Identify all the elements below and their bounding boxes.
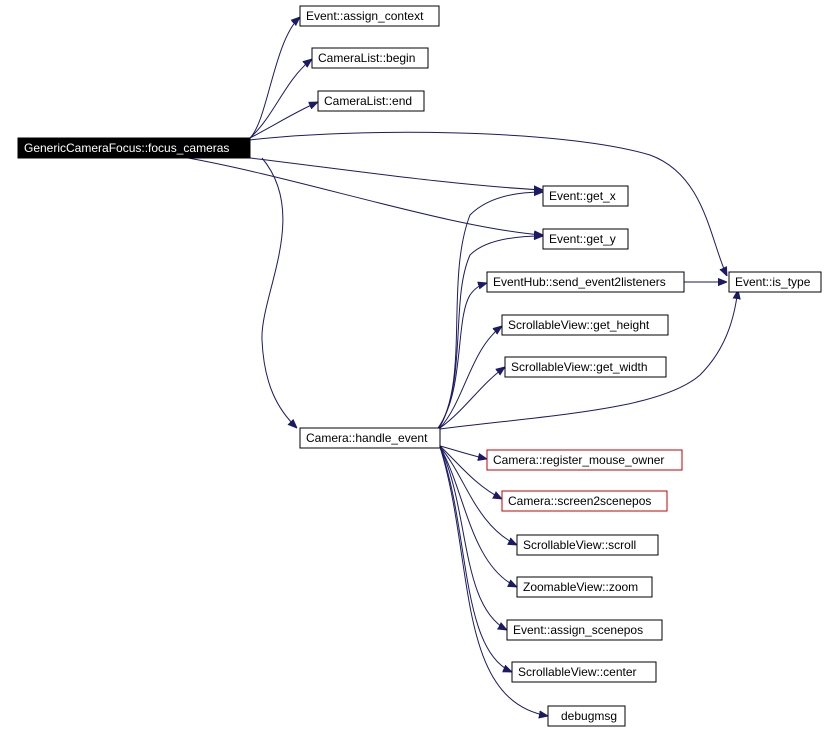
- edge-handle_event-assign_scenepos: [439, 446, 507, 630]
- node-label: Event::assign_context: [306, 9, 424, 23]
- edge-focus_cameras-cl_begin: [249, 59, 312, 139]
- node-sv_scroll[interactable]: ScrollableView::scroll: [516, 534, 659, 556]
- node-assign_context[interactable]: Event::assign_context: [299, 5, 440, 27]
- edge-handle_event-sv_center: [439, 446, 512, 672]
- node-send_event2listeners[interactable]: EventHub::send_event2listeners: [486, 271, 685, 293]
- node-label: GenericCameraFocus::focus_cameras: [24, 141, 229, 155]
- node-assign_scenepos[interactable]: Event::assign_scenepos: [506, 619, 663, 641]
- node-label: EventHub::send_event2listeners: [493, 275, 666, 289]
- edge-handle_event-send_event2listeners: [437, 283, 487, 429]
- node-sv_get_height[interactable]: ScrollableView::get_height: [501, 314, 669, 336]
- node-screen2scenepos[interactable]: Camera::screen2scenepos: [501, 490, 668, 512]
- node-label: Camera::handle_event: [306, 431, 428, 445]
- node-cl_begin[interactable]: CameraList::begin: [311, 47, 429, 69]
- node-label: ScrollableView::get_height: [508, 318, 650, 332]
- node-get_y[interactable]: Event::get_y: [542, 228, 629, 250]
- node-is_type[interactable]: Event::is_type: [728, 271, 822, 293]
- node-label: Event::assign_scenepos: [513, 623, 643, 637]
- node-cl_end[interactable]: CameraList::end: [317, 90, 425, 112]
- node-sv_get_width[interactable]: ScrollableView::get_width: [504, 356, 667, 378]
- node-label: ZoomableView::zoom: [523, 580, 638, 594]
- node-label: Event::get_x: [549, 189, 616, 203]
- node-get_x[interactable]: Event::get_x: [542, 185, 629, 207]
- edge-handle_event-sv_scroll: [439, 446, 517, 545]
- node-layer: GenericCameraFocus::focus_cameras Event:…: [17, 5, 822, 727]
- node-label: CameraList::end: [324, 94, 412, 108]
- node-label: Event::is_type: [735, 275, 811, 289]
- node-focus_cameras[interactable]: GenericCameraFocus::focus_cameras: [17, 137, 251, 159]
- node-sv_center[interactable]: ScrollableView::center: [511, 661, 657, 683]
- edge-handle_event-screen2scenepos: [439, 445, 502, 499]
- edge-handle_event-is_type: [439, 290, 738, 430]
- node-label: Camera::screen2scenepos: [508, 494, 651, 508]
- node-handle_event[interactable]: Camera::handle_event: [299, 427, 441, 449]
- node-label: Camera::register_mouse_owner: [493, 453, 664, 467]
- edge-handle_event-register_mouse_owner: [439, 445, 487, 459]
- edge-focus_cameras-cl_end: [249, 102, 318, 139]
- node-zv_zoom[interactable]: ZoomableView::zoom: [516, 576, 653, 598]
- edge-focus_cameras-get_x: [249, 157, 543, 190]
- edge-handle_event-debugmsg: [439, 446, 548, 716]
- edge-focus_cameras-get_y: [187, 157, 543, 235]
- node-label: Event::get_y: [549, 232, 616, 246]
- edge-focus_cameras-handle_event: [261, 157, 297, 428]
- node-label: ScrollableView::center: [518, 665, 637, 679]
- edge-handle_event-get_y: [437, 236, 543, 431]
- edge-handle_event-sv_get_width: [439, 367, 505, 429]
- node-label: ScrollableView::get_width: [511, 360, 648, 374]
- node-label: CameraList::begin: [318, 51, 415, 65]
- edge-layer: [187, 17, 738, 716]
- edge-focus_cameras-is_type: [249, 131, 727, 276]
- edge-handle_event-sv_get_height: [439, 326, 502, 429]
- node-debugmsg[interactable]: debugmsg: [547, 705, 626, 727]
- node-label: debugmsg: [561, 709, 617, 723]
- edge-focus_cameras-assign_context: [249, 17, 300, 139]
- node-register_mouse_owner[interactable]: Camera::register_mouse_owner: [486, 449, 683, 471]
- node-label: ScrollableView::scroll: [523, 538, 636, 552]
- edge-handle_event-zv_zoom: [439, 446, 517, 587]
